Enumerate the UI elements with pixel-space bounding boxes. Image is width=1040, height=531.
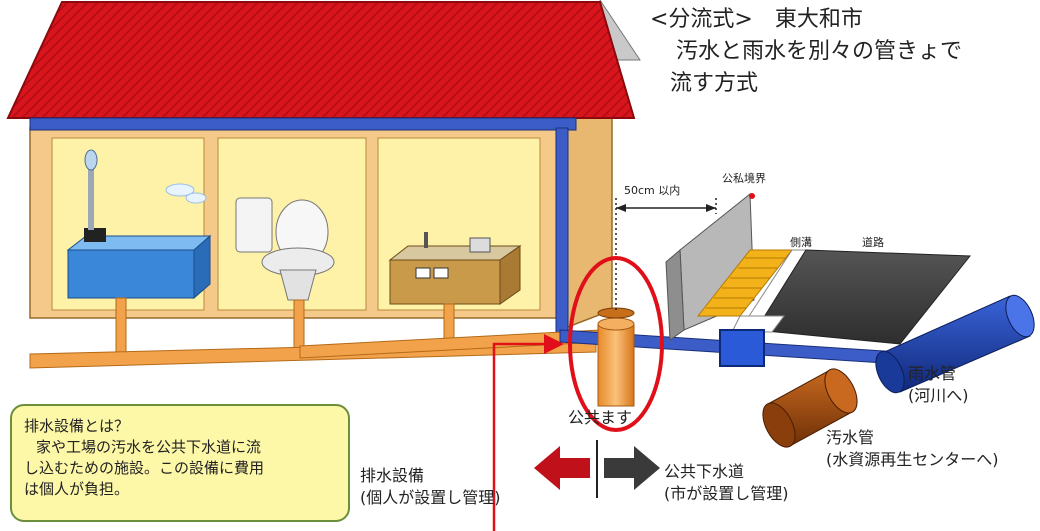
public-basin-label: 公共ます [568, 408, 633, 427]
info-box-line-1: 家や工場の汚水を公共下水道に流 [36, 438, 262, 456]
sewage-main-pipe [762, 368, 858, 448]
road-area [696, 249, 972, 345]
left-arrow-icon [534, 446, 590, 490]
info-box-heading: 排水設備とは？ [24, 417, 130, 435]
rain-pipe-label: 雨水管 [908, 364, 957, 383]
pointer-arrow [492, 334, 564, 531]
title-line-3: 流す方式 [670, 71, 759, 96]
right-arrow-icon [604, 446, 660, 490]
rain-main-pipe [875, 294, 1035, 394]
gutter-box [719, 329, 765, 367]
private-drain-pipes [29, 297, 601, 369]
rain-pipe-note: (河川へ) [908, 386, 969, 405]
public-basin [597, 307, 635, 407]
distance-label: 50cm 以内 [624, 184, 681, 197]
kitchen-sink-icon [388, 232, 522, 305]
boundary-label: 公私境界 [722, 172, 766, 185]
roof [6, 1, 636, 119]
title-line-2: 汚水と雨水を別々の管きょで [676, 39, 963, 64]
info-box-line-3: は個人が負担。 [24, 480, 130, 498]
road-label: 道路 [862, 236, 884, 249]
info-box: 排水設備とは？ 家や工場の汚水を公共下水道に流 し込むための施設。この設備に費用… [10, 404, 350, 522]
distance-marker [615, 193, 755, 310]
info-box-line-2: し込むための施設。この設備に費用 [24, 459, 265, 477]
gutter-label: 側溝 [790, 236, 812, 249]
private-side-label: 排水設備 [360, 466, 425, 485]
private-side-note: (個人が設置し管理) [360, 488, 501, 507]
rain-downspout [555, 127, 569, 339]
responsibility-arrows [534, 440, 660, 498]
sewage-pipe-label: 汚水管 [826, 428, 875, 447]
public-side-label: 公共下水道 [664, 462, 745, 481]
title-line-1: <分流式> 東大和市 [650, 7, 863, 32]
toilet-icon [235, 197, 335, 301]
roof-eave [29, 117, 577, 131]
public-basin-highlight [568, 256, 664, 432]
sewage-pipe-note: (水資源再生センターへ) [826, 450, 999, 469]
bathtub-icon [66, 149, 212, 300]
public-side-note: (市が設置し管理) [664, 484, 789, 503]
